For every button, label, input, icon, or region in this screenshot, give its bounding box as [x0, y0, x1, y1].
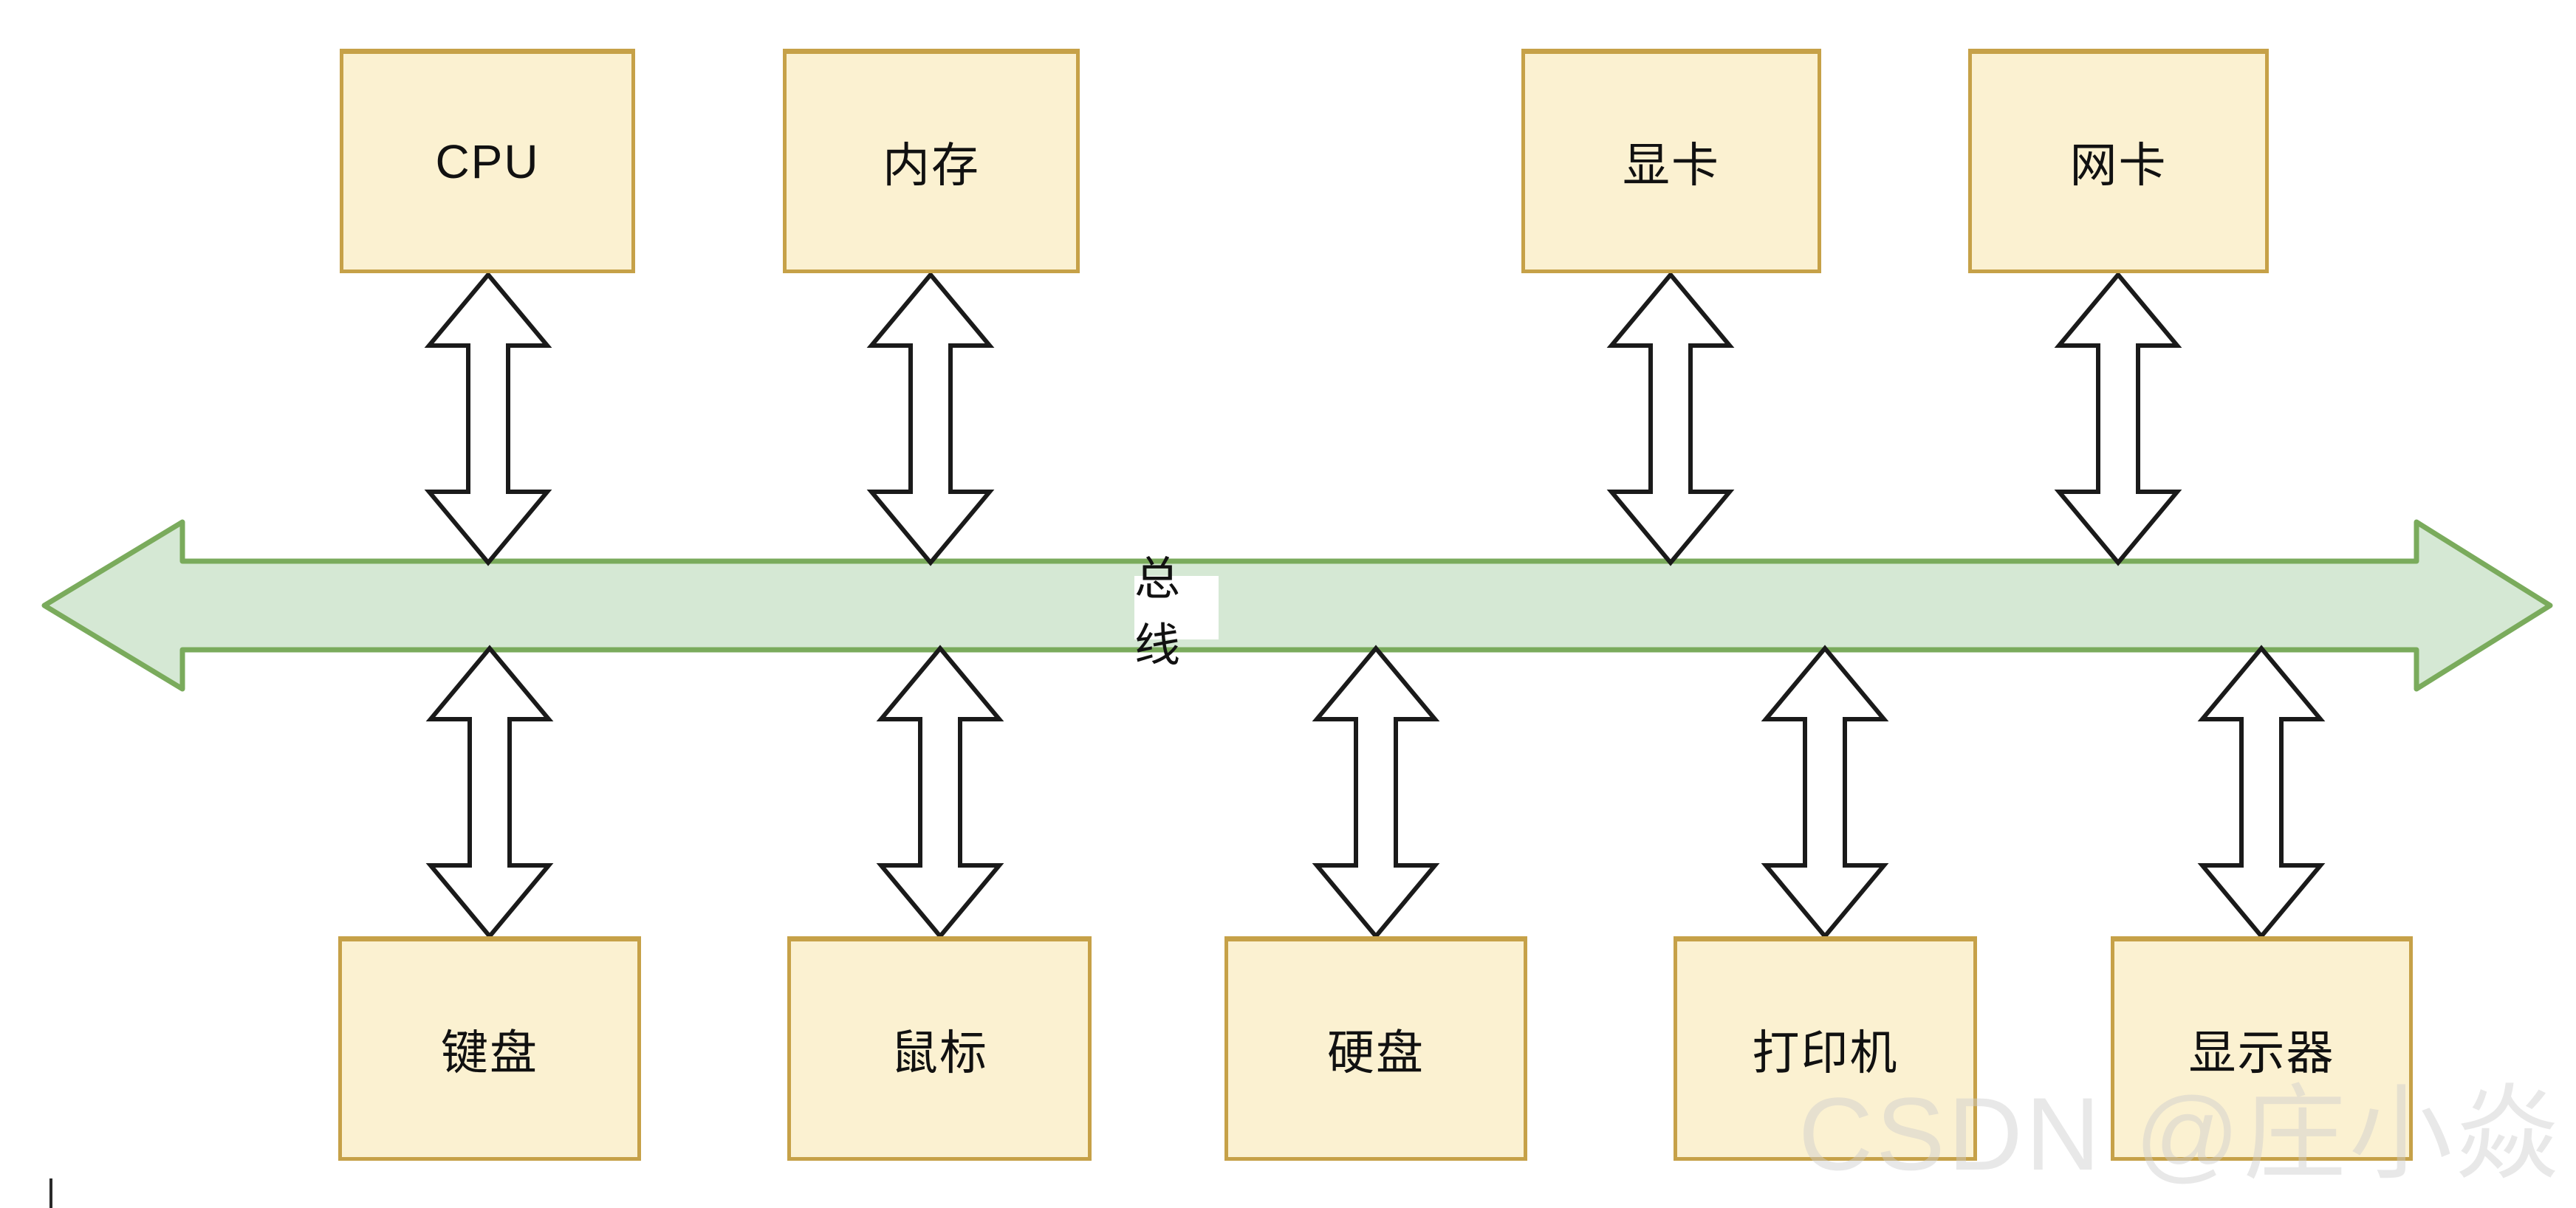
node-keyboard-label: 键盘	[441, 1026, 538, 1080]
node-printer: 打印机	[1674, 936, 1977, 1161]
node-cpu-label: CPU	[435, 135, 540, 188]
node-gpu-label: 显卡	[1623, 139, 1720, 192]
stray-line-artifact	[49, 1178, 52, 1208]
node-printer-label: 打印机	[1752, 1026, 1899, 1080]
node-keyboard: 键盘	[338, 936, 641, 1161]
node-memory-label: 内存	[883, 139, 980, 192]
node-monitor-label: 显示器	[2188, 1026, 2335, 1080]
connector-keyboard-bus-arrow	[425, 645, 554, 940]
node-monitor: 显示器	[2111, 936, 2413, 1161]
bus-label-text: 总线	[1134, 554, 1183, 671]
node-nic: 网卡	[1968, 49, 2269, 273]
node-hdd: 硬盘	[1224, 936, 1527, 1161]
node-mouse-label: 鼠标	[891, 1026, 988, 1080]
connector-cpu-bus-arrow	[424, 271, 552, 566]
connector-nic-bus-arrow	[2054, 271, 2182, 566]
node-hdd-label: 硬盘	[1327, 1026, 1425, 1080]
connector-hdd-bus-arrow	[1312, 645, 1440, 940]
connector-printer-bus-arrow	[1761, 645, 1889, 940]
connector-gpu-bus-arrow	[1606, 271, 1735, 566]
node-memory: 内存	[783, 49, 1080, 273]
connector-monitor-bus-arrow	[2197, 645, 2326, 940]
node-nic-label: 网卡	[2069, 139, 2168, 192]
connector-mouse-bus-arrow	[876, 645, 1004, 940]
connector-memory-bus-arrow	[866, 271, 995, 566]
bus-double-arrow-shape	[41, 519, 2553, 692]
watermark: CSDN @庄小焱	[1798, 1076, 2562, 1192]
bus-label: 总线	[1134, 554, 1219, 671]
node-mouse: 鼠标	[787, 936, 1092, 1161]
node-gpu: 显卡	[1521, 49, 1821, 273]
node-cpu: CPU	[340, 49, 635, 273]
